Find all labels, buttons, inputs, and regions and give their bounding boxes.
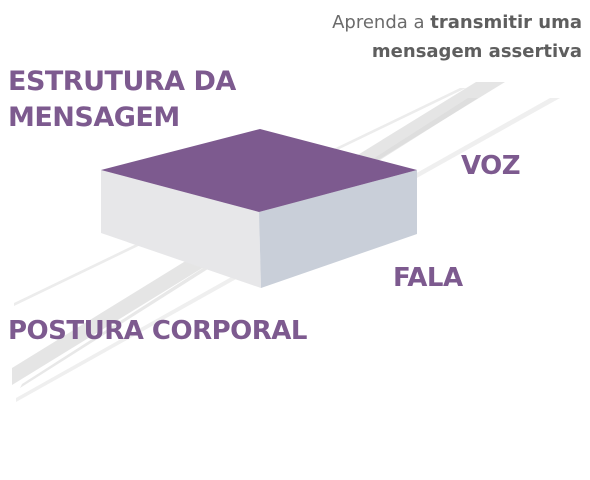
- tagline: Aprenda a transmitir uma mensagem assert…: [282, 8, 582, 66]
- label-message-structure: ESTRUTURA DA MENSAGEM: [8, 64, 236, 136]
- block-front-face: [101, 170, 261, 288]
- tagline-emphasis: transmitir uma mensagem assertiva: [371, 12, 582, 62]
- label-speech: FALA: [393, 263, 463, 293]
- tagline-prefix: Aprenda a: [332, 12, 425, 33]
- block-side-face: [259, 170, 417, 288]
- label-message-structure-line2: MENSAGEM: [8, 102, 180, 133]
- label-voice: VOZ: [461, 151, 521, 181]
- block-top-face: [101, 129, 417, 212]
- isometric-block: [101, 129, 417, 288]
- label-body-posture: POSTURA CORPORAL: [8, 316, 308, 346]
- label-message-structure-line1: ESTRUTURA DA: [8, 66, 236, 97]
